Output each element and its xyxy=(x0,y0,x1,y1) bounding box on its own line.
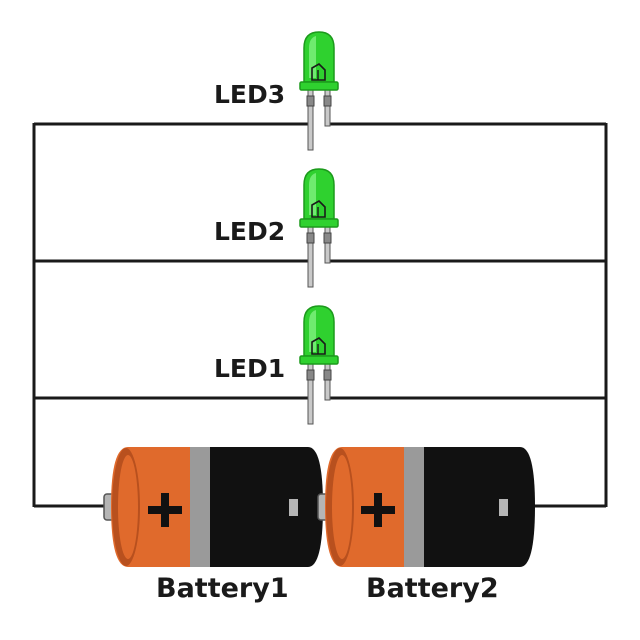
led3-label: LED3 xyxy=(214,80,286,109)
led1 xyxy=(299,305,339,425)
battery1-minus-mark xyxy=(289,499,298,516)
led2-label: LED2 xyxy=(214,217,286,246)
led2 xyxy=(299,168,339,288)
battery2-plus-v xyxy=(374,493,382,527)
wires xyxy=(32,122,608,508)
battery1-label: Battery1 xyxy=(156,573,289,604)
led1-label: LED1 xyxy=(214,354,286,383)
battery1-plus-v xyxy=(161,493,169,527)
battery2-label: Battery2 xyxy=(366,573,499,604)
led3 xyxy=(299,31,339,151)
battery2-minus-mark xyxy=(499,499,508,516)
battery2 xyxy=(317,447,535,567)
battery1 xyxy=(103,447,323,567)
